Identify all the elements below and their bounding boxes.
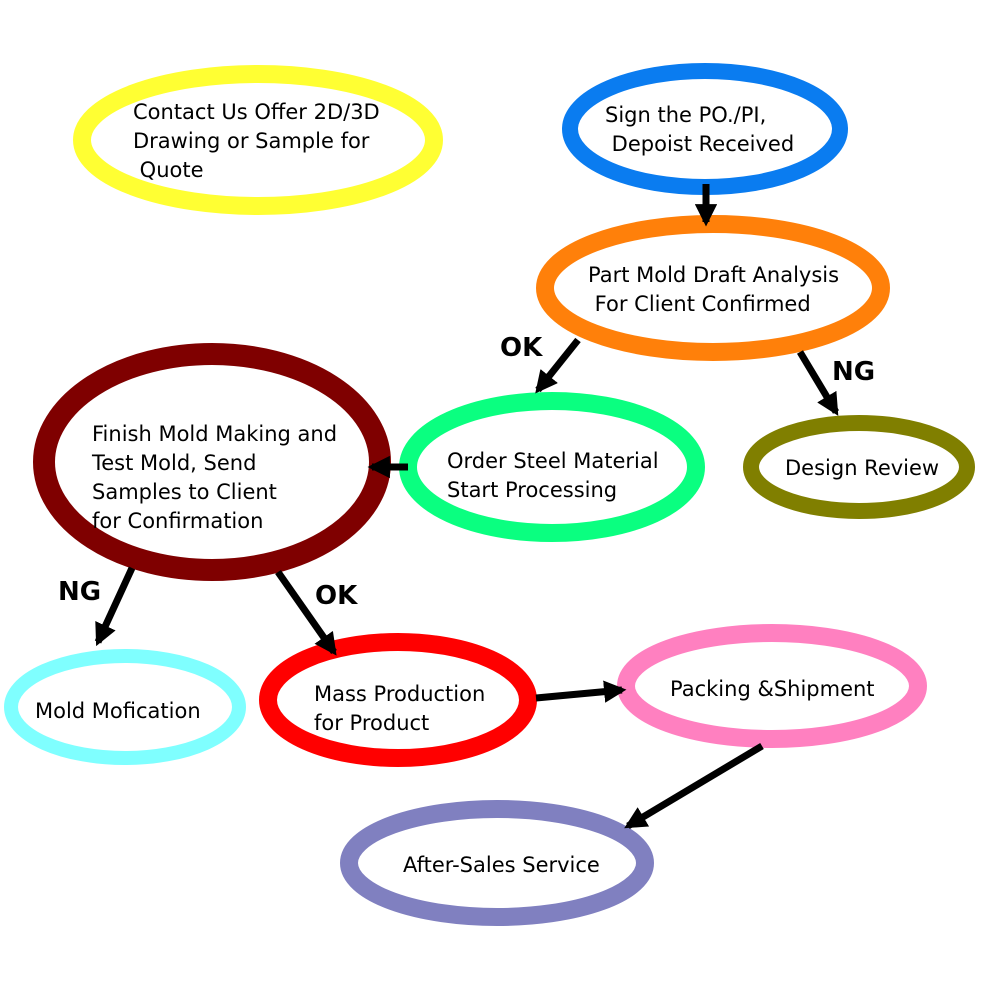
node-sign-label: Sign the PO./PI, Depoist Received [605,103,794,156]
node-contact-line: Quote [133,158,204,182]
node-sign-line: Depoist Received [605,132,794,156]
edge-label-ok: OK [315,581,358,611]
node-finish-line: Samples to Client [92,480,277,504]
edge-analysis-to-order: OK [500,333,581,394]
node-modify-label: Mold Mofication [35,699,201,723]
node-sign-line: Sign the PO./PI, [605,103,766,127]
node-analysis-label: Part Mold Draft Analysis For Client Conf… [588,263,839,316]
node-mass-line: Mass Production [314,682,485,706]
edge-finish-to-mass: OK [275,569,358,656]
node-design-label: Design Review [785,456,939,480]
node-finish-line: for Confirmation [92,509,263,533]
node-packing-label: Packing &Shipment [670,677,875,701]
node-design-line: Design Review [785,456,939,480]
arrow [275,569,337,656]
node-aftersales-line: After-Sales Service [403,853,600,877]
node-analysis-line: Part Mold Draft Analysis [588,263,839,287]
node-contact-line: Drawing or Sample for [133,129,370,153]
node-mass-line: for Product [314,711,429,735]
node-analysis: Part Mold Draft Analysis For Client Conf… [536,215,890,361]
edge-label-ng: NG [832,357,875,387]
node-aftersales: After-Sales Service [340,800,654,926]
node-mass-label: Mass Production for Product [314,682,485,735]
edge-packing-to-aftersales [624,742,764,830]
edge-mass-to-packing [535,680,627,703]
arrow [624,742,764,830]
arrow [535,680,627,703]
node-packing: Packing &Shipment [617,624,927,748]
arrow [94,566,136,647]
edge-label-ok: OK [500,333,543,363]
node-contact-line: Contact Us Offer 2D/3D [133,100,380,124]
node-modify-ellipse [4,649,246,765]
node-aftersales-label: After-Sales Service [403,853,600,877]
node-mass-ellipse [259,633,537,767]
node-analysis-line: For Client Confirmed [588,292,811,316]
node-contact-ellipse [73,65,443,215]
node-order-line: Order Steel Material [447,449,659,473]
edge-label-ng: NG [58,577,101,607]
node-finish-line: Test Mold, Send [91,451,256,475]
node-aftersales-ellipse [340,800,654,926]
node-modify: Mold Mofication [4,649,246,765]
node-mass: Mass Production for Product [259,633,537,767]
node-analysis-ellipse [536,215,890,361]
node-design-ellipse [743,415,975,519]
arrow [535,337,581,394]
node-contact-label: Contact Us Offer 2D/3D Drawing or Sample … [133,100,380,182]
edge-analysis-to-design: NG [796,350,875,416]
node-sign: Sign the PO./PI, Depoist Received [562,63,848,195]
node-design: Design Review [743,415,975,519]
node-packing-line: Packing &Shipment [670,677,875,701]
node-modify-line: Mold Mofication [35,699,201,723]
arrow [796,350,840,416]
node-finish-line: Finish Mold Making and [92,422,337,446]
node-sign-ellipse [562,63,848,195]
node-order-line: Start Processing [447,478,617,502]
edge-finish-to-modify: NG [58,566,136,647]
node-contact: Contact Us Offer 2D/3D Drawing or Sample … [73,65,443,215]
